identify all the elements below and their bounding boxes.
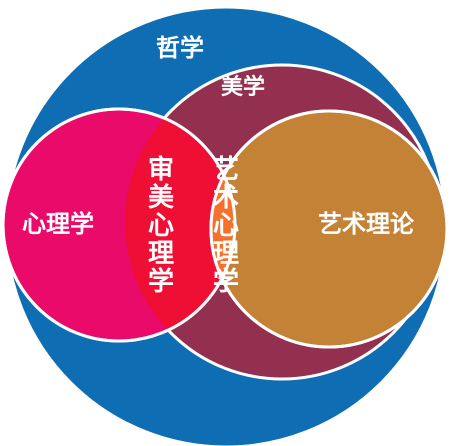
aesthetic-psychology-char: 审	[148, 154, 174, 185]
aesthetic-psychology-char: 理	[148, 239, 174, 269]
art-psychology-char: 学	[213, 266, 239, 297]
art-psychology-label: 艺 术 心 理 学	[213, 155, 239, 297]
aesthetic-psychology-label: 审 美 心 理 学	[148, 154, 174, 297]
aesthetic-psychology-char: 学	[148, 266, 174, 297]
art-psychology-char: 心	[213, 211, 239, 241]
aesthetic-psychology-region	[125, 109, 235, 341]
psychology-label: 心理学	[22, 210, 94, 238]
philosophy-label: 哲学	[156, 34, 204, 62]
aesthetics-label: 美学	[221, 74, 265, 100]
art-psychology-char: 艺	[213, 155, 239, 185]
art-theory-label: 艺术理论	[318, 210, 415, 238]
art-psychology-char: 理	[213, 239, 239, 269]
aesthetic-psychology-char: 心	[148, 211, 174, 241]
art-psychology-char: 术	[213, 183, 239, 213]
aesthetic-psychology-char: 美	[148, 182, 174, 213]
